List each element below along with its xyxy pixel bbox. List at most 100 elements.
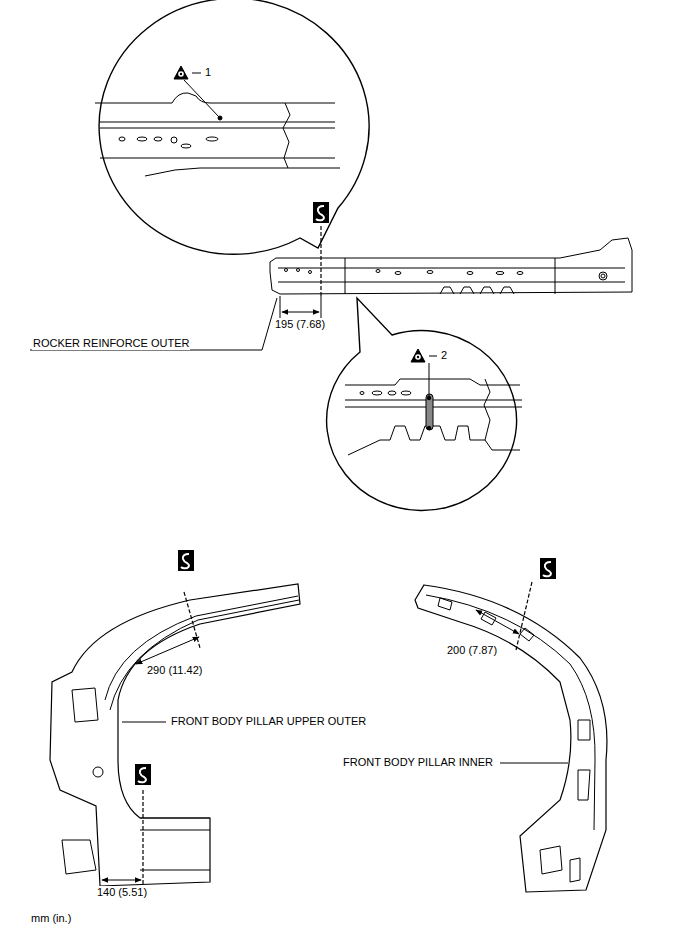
front-body-pillar-upper-outer bbox=[50, 584, 300, 886]
detail-bubble-top bbox=[95, 0, 369, 254]
dimension-label: 290 (11.42) bbox=[146, 664, 203, 677]
detail-bubble-bottom bbox=[426, 394, 433, 430]
rocker-reinforce-outer bbox=[297, 269, 300, 272]
front-body-pillar-inner bbox=[426, 595, 595, 830]
saw-cut-symbol bbox=[543, 562, 551, 576]
detail-bubble-bottom bbox=[427, 426, 431, 430]
weld-symbol-2 bbox=[429, 356, 437, 357]
weld-symbol-2 bbox=[411, 349, 425, 362]
front-body-pillar-inner bbox=[540, 846, 580, 882]
rocker-reinforce-outer bbox=[467, 272, 473, 275]
saw-cut-symbol bbox=[135, 764, 151, 785]
part-name: ROCKER REINFORCE OUTER bbox=[32, 337, 190, 350]
detail-bubble-top bbox=[154, 137, 162, 141]
detail-bubble-top bbox=[100, 158, 335, 159]
weld-symbol-2 bbox=[415, 354, 421, 360]
detail-bubble-top bbox=[218, 116, 222, 120]
detail-bubble-top bbox=[100, 122, 335, 123]
saw-cut-symbol bbox=[181, 554, 189, 568]
front-body-pillar-upper-outer bbox=[140, 830, 210, 831]
rocker-reinforce-outer bbox=[345, 258, 346, 294]
rocker-reinforce-outer bbox=[270, 238, 632, 294]
dimension-label: 140 (5.51) bbox=[96, 886, 148, 899]
detail-bubble-bottom bbox=[372, 391, 382, 395]
weld-symbol-1 bbox=[174, 66, 201, 79]
detail-bubble-top bbox=[206, 137, 218, 141]
front-body-pillar-inner bbox=[415, 585, 607, 892]
detail-bubble-bottom bbox=[327, 298, 522, 511]
detail-bubble-top bbox=[181, 144, 191, 148]
saw-cut-symbol bbox=[138, 768, 146, 782]
rocker-reinforce-outer bbox=[278, 282, 625, 283]
part-name: FRONT BODY PILLAR INNER bbox=[342, 756, 494, 769]
front-body-pillar-upper-outer bbox=[110, 600, 299, 710]
front-body-pillar-upper-outer bbox=[102, 880, 141, 881]
front-body-pillar-upper-outer bbox=[72, 688, 98, 722]
rocker-reinforce-outer bbox=[496, 272, 504, 275]
dimension-label: 200 (7.87) bbox=[446, 644, 498, 657]
detail-bubble-top bbox=[283, 103, 290, 168]
callout-number: 2 bbox=[440, 349, 448, 362]
saw-cut-symbol bbox=[316, 206, 324, 220]
front-body-pillar-upper-outer bbox=[122, 722, 166, 723]
unit-note: mm (in.) bbox=[30, 912, 72, 925]
detail-bubble-bottom bbox=[388, 391, 396, 395]
weld-symbol-1 bbox=[192, 73, 201, 74]
rocker-reinforce-outer bbox=[30, 226, 632, 350]
rocker-reinforce-outer bbox=[517, 272, 523, 275]
front-body-pillar-upper-outer bbox=[140, 818, 210, 819]
detail-bubble-top bbox=[137, 137, 147, 141]
front-body-pillar-inner bbox=[476, 610, 519, 634]
weld-symbol-1 bbox=[180, 73, 182, 75]
front-body-pillar-upper-outer bbox=[50, 584, 300, 886]
saw-cut-symbol bbox=[135, 764, 151, 785]
saw-cut-symbol bbox=[540, 558, 556, 579]
part-name: FRONT BODY PILLAR UPPER OUTER bbox=[170, 715, 367, 728]
detail-bubble-bottom bbox=[484, 379, 490, 440]
rocker-reinforce-outer bbox=[427, 271, 433, 274]
rocker-reinforce-outer bbox=[321, 296, 322, 318]
detail-bubble-top bbox=[184, 80, 219, 117]
rocker-reinforce-outer bbox=[376, 270, 380, 273]
rocker-reinforce-outer bbox=[278, 268, 625, 269]
saw-cut-symbol bbox=[178, 550, 194, 571]
detail-bubble-bottom bbox=[348, 426, 520, 455]
front-body-pillar-upper-outer bbox=[136, 637, 199, 664]
front-body-pillar-inner bbox=[516, 582, 532, 650]
rocker-reinforce-outer bbox=[599, 272, 607, 280]
weld-symbol-2 bbox=[411, 349, 437, 362]
rocker-reinforce-outer bbox=[395, 272, 401, 275]
detail-bubble-top bbox=[95, 93, 335, 103]
detail-bubble-top bbox=[145, 168, 340, 176]
front-body-pillar-inner bbox=[578, 720, 590, 800]
weld-symbol-1 bbox=[178, 71, 184, 77]
detail-bubble-top bbox=[171, 137, 177, 143]
front-body-pillar-upper-outer bbox=[93, 767, 103, 777]
weld-symbol-1 bbox=[174, 66, 188, 79]
detail-bubble-bottom bbox=[327, 298, 517, 511]
rocker-reinforce-outer bbox=[440, 287, 514, 294]
front-body-pillar-upper-outer bbox=[62, 840, 96, 874]
rocker-reinforce-outer bbox=[601, 274, 605, 278]
front-body-pillar-inner bbox=[415, 582, 607, 892]
detail-bubble-top bbox=[99, 0, 369, 254]
detail-bubble-bottom bbox=[360, 392, 364, 395]
front-body-pillar-upper-outer bbox=[140, 870, 210, 871]
dimension-label: 195 (7.68) bbox=[274, 318, 326, 331]
detail-bubble-top bbox=[119, 137, 125, 141]
front-body-pillar-inner bbox=[438, 598, 534, 641]
front-body-pillar-upper-outer bbox=[142, 790, 143, 884]
saw-cut-symbol bbox=[313, 202, 329, 223]
detail-bubble-bottom bbox=[427, 396, 431, 400]
rocker-reinforce-outer bbox=[30, 298, 277, 350]
rocker-reinforce-outer bbox=[309, 271, 312, 274]
rocker-reinforce-outer bbox=[280, 296, 281, 318]
saw-cut-symbol bbox=[540, 558, 556, 579]
detail-bubble-top bbox=[100, 128, 335, 129]
rocker-reinforce-outer bbox=[555, 258, 556, 294]
rocker-reinforce-outer bbox=[285, 269, 288, 272]
front-body-pillar-inner bbox=[500, 763, 568, 764]
detail-bubble-bottom bbox=[429, 363, 430, 398]
